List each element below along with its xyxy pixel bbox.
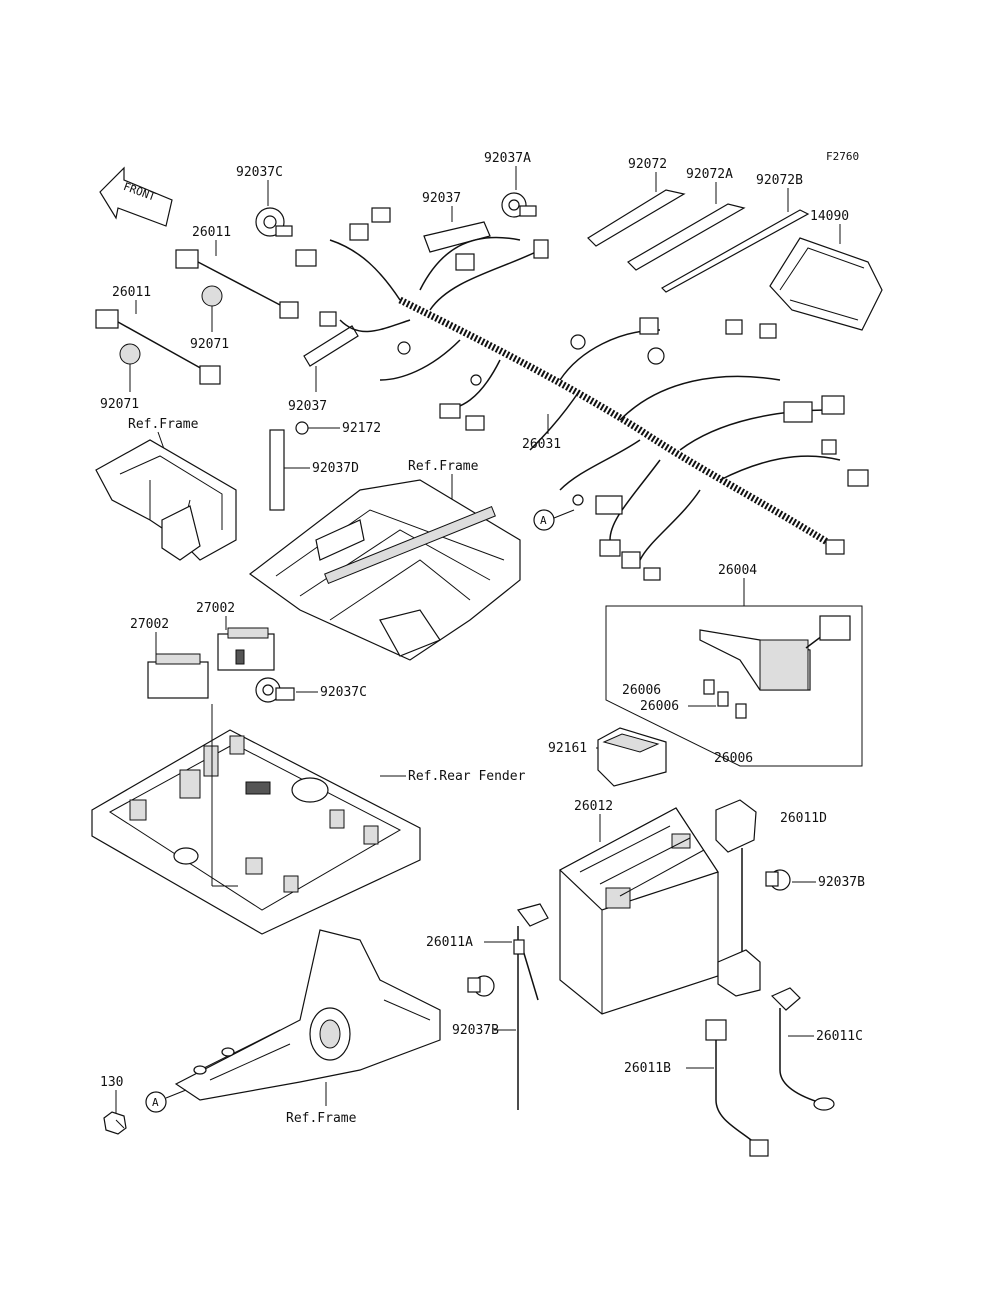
label-92037D: 92037D — [312, 461, 359, 476]
frame-section-bottom — [174, 929, 441, 1101]
lead-26011A — [513, 903, 549, 1110]
label-92161: 92161 — [548, 741, 587, 756]
label-26011C: 26011C — [816, 1029, 863, 1044]
strap-92072 — [587, 189, 686, 247]
label-92037C-top: 92037C — [236, 165, 283, 180]
label-92072A: 92072A — [686, 167, 733, 182]
label-92037B-right: 92037B — [818, 875, 865, 890]
lead-26011C — [770, 987, 835, 1111]
label-26011D: 26011D — [780, 811, 827, 826]
clamp-92037C-top — [255, 207, 293, 237]
lead-26011-a — [175, 249, 299, 319]
band-92037 — [423, 221, 491, 253]
frame-section-center — [248, 479, 521, 661]
grommet-92071-b — [119, 343, 141, 365]
lead-26011D — [715, 799, 761, 997]
label-92072B: 92072B — [756, 173, 803, 188]
label-26011B: 26011B — [624, 1061, 671, 1076]
label-92037B-left: 92037B — [452, 1023, 499, 1038]
label-26031: 26031 — [522, 437, 561, 452]
label-92037-mid: 92037 — [288, 399, 327, 414]
cover-92161 — [597, 727, 667, 787]
ref-frame-bottom: Ref.Frame — [286, 1111, 357, 1126]
clamp-92037B-right — [765, 869, 791, 891]
label-26011A: 26011A — [426, 935, 473, 950]
front-arrow-icon: FRONT — [99, 166, 173, 227]
band-92037-mid — [303, 325, 359, 367]
strap-92072A — [627, 203, 746, 271]
fuses-26006 — [703, 679, 747, 719]
callout-a-bottom: A — [145, 1089, 187, 1113]
band-92037D — [269, 429, 310, 511]
label-130: 130 — [100, 1075, 123, 1090]
bolt-92172 — [295, 421, 340, 435]
lead-26011-b — [95, 309, 221, 385]
ref-frame-center: Ref.Frame — [408, 459, 479, 474]
cover-14090 — [769, 237, 883, 331]
svg-text:A: A — [540, 514, 547, 527]
clamp-92037C-mid — [255, 677, 295, 703]
ref-frame-top-left: Ref.Frame — [128, 417, 199, 432]
fuse-box-26004-group — [605, 605, 863, 767]
strap-92072B — [661, 209, 810, 293]
label-92072: 92072 — [628, 157, 667, 172]
label-27002-a: 27002 — [196, 601, 235, 616]
label-26006-a: 26006 — [622, 683, 661, 698]
label-27002-b: 27002 — [130, 617, 169, 632]
main-harness-26031 — [295, 207, 869, 581]
relay-27002-b — [147, 653, 209, 699]
figure-id: F2760 — [826, 150, 859, 163]
relay-27002-a — [217, 627, 275, 671]
lead-26011B — [705, 1019, 769, 1157]
label-26006-c: 26006 — [714, 751, 753, 766]
label-14090: 14090 — [810, 209, 849, 224]
label-92037: 92037 — [422, 191, 461, 206]
label-92172: 92172 — [342, 421, 381, 436]
bolt-130 — [103, 1111, 127, 1135]
ref-rear-fender: Ref.Rear Fender — [408, 769, 526, 784]
label-26004: 26004 — [718, 563, 757, 578]
svg-text:A: A — [152, 1096, 159, 1109]
clamp-92037B-left — [467, 975, 495, 997]
label-26011-a: 26011 — [192, 225, 231, 240]
rear-fender-tray — [91, 704, 421, 935]
grommet-92071-a — [201, 285, 223, 307]
label-92037C-mid: 92037C — [320, 685, 367, 700]
frame-section-left — [95, 439, 237, 561]
label-92071-a: 92071 — [190, 337, 229, 352]
callout-a-top: A — [533, 509, 575, 531]
label-26011-b: 26011 — [112, 285, 151, 300]
label-26012: 26012 — [574, 799, 613, 814]
label-92071-b: 92071 — [100, 397, 139, 412]
label-92037A: 92037A — [484, 151, 531, 166]
battery-26012 — [558, 807, 719, 1015]
clamp-92037A — [501, 192, 537, 218]
label-26006-b: 26006 — [640, 699, 679, 714]
